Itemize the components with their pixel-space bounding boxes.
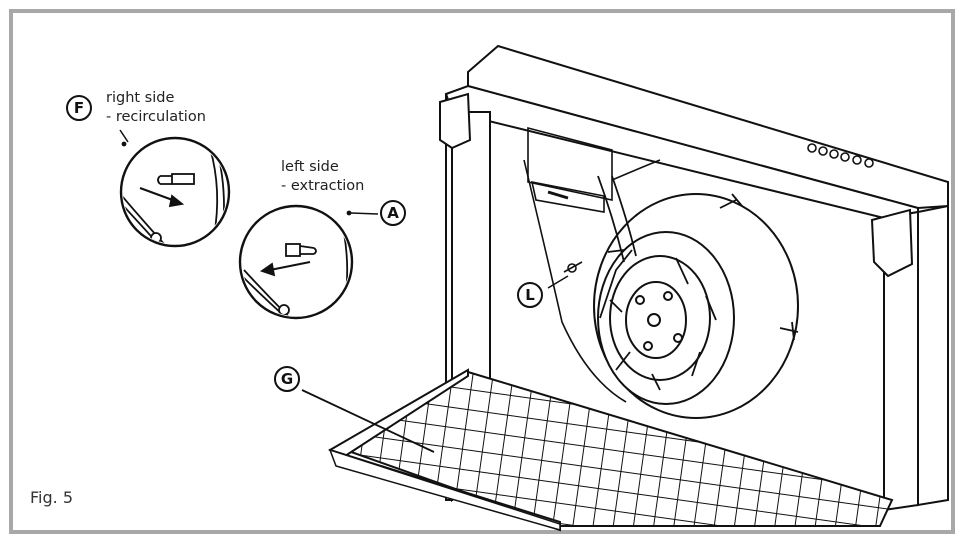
- bracket-l: [563, 261, 583, 273]
- blower-housing: [593, 193, 799, 419]
- grease-filter: [328, 368, 894, 532]
- control-buttons: [807, 143, 874, 168]
- callout-a: A: [380, 200, 406, 226]
- right-side-sublabel: - recirculation: [106, 109, 206, 125]
- fan-spokes: [597, 175, 799, 391]
- detail-circle-right: [119, 136, 231, 248]
- left-side-label: left side: [281, 159, 339, 175]
- left-side-sublabel: - extraction: [281, 178, 365, 194]
- callout-f: F: [66, 95, 92, 121]
- figure-label: Fig. 5: [30, 488, 73, 507]
- interior: [523, 126, 661, 403]
- detail-circle-left: [238, 204, 354, 320]
- callout-g: G: [274, 366, 300, 392]
- right-side-label: right side: [106, 90, 175, 106]
- callout-l: L: [517, 282, 543, 308]
